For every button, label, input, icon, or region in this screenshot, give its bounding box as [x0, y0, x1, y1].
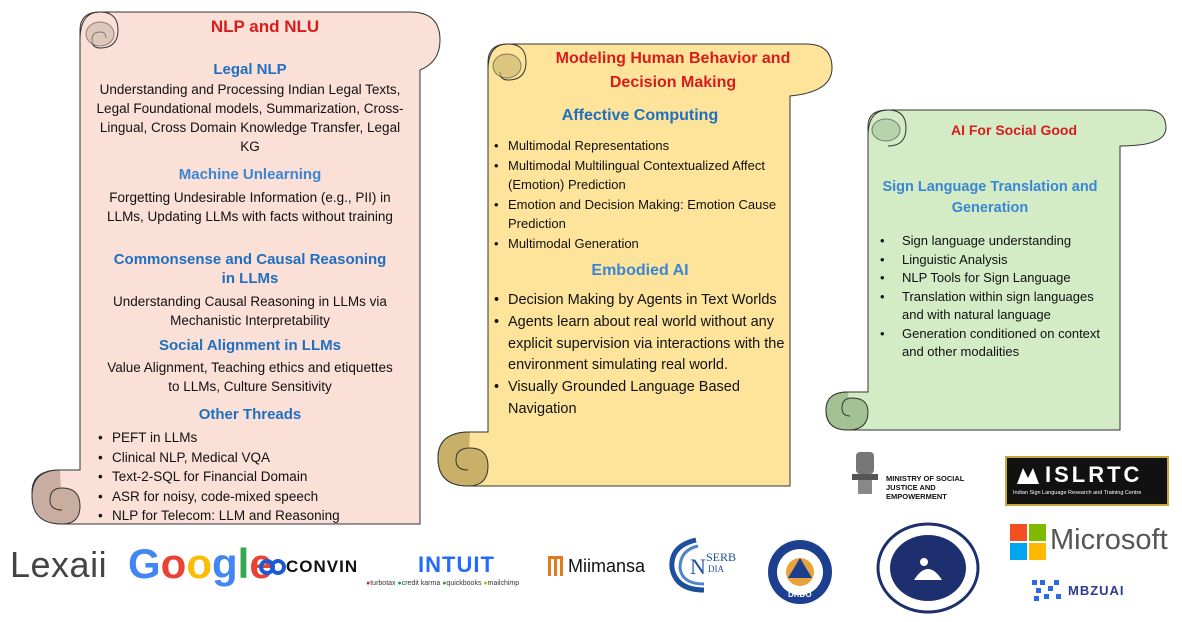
list-item: Clinical NLP, Medical VQA	[96, 448, 416, 468]
list-item: Linguistic Analysis	[878, 251, 1114, 270]
list-item: PEFT in LLMs	[96, 428, 416, 448]
legal-nlp-heading: Legal NLP	[213, 61, 287, 78]
intuit-logo: INTUIT ●turbotax ●credit karma ●quickboo…	[366, 552, 520, 587]
embodied-ai-heading: Embodied AI	[591, 262, 689, 279]
legal-nlp-text: Understanding and Processing Indian Lega…	[96, 82, 404, 154]
list-item: Emotion and Decision Making: Emotion Cau…	[492, 195, 786, 234]
ashoka-emblem-icon	[852, 452, 878, 494]
causal-reasoning-heading: Commonsense and Causal Reasoning in LLMs	[113, 251, 387, 287]
list-item: Text-2-SQL for Financial Domain	[96, 467, 416, 487]
microsoft-squares-icon	[1010, 524, 1046, 560]
serb-logo: N SERB DIA	[664, 534, 750, 594]
mbzuai-dots-icon	[1032, 580, 1061, 601]
list-item: Multimodal Representations	[492, 136, 786, 156]
social-good-title: AI For Social Good	[950, 122, 1077, 138]
list-item: Multimodal Multilingual Contextualized A…	[492, 156, 786, 195]
embodied-ai-list: Decision Making by Agents in Text Worlds…	[492, 290, 792, 421]
lexaii-logo: Lexaii	[10, 544, 108, 585]
behavior-title: Modeling Human Behavior and Decision Mak…	[555, 50, 791, 91]
list-item: ASR for noisy, code-mixed speech	[96, 487, 416, 507]
list-item: Decision Making by Agents in Text Worlds	[492, 290, 792, 312]
list-item: Translation within sign languages and wi…	[878, 288, 1114, 325]
list-item: Visually Grounded Language Based Navigat…	[492, 377, 792, 421]
nimhans-seal-icon	[876, 522, 980, 614]
mbzuai-logo: MBZUAI	[1030, 576, 1124, 611]
miimansa-logo: Miimansa	[546, 554, 645, 585]
list-item: NLP Tools for Sign Language	[878, 269, 1114, 288]
machine-unlearning-text: Forgetting Undesirable Information (e.g.…	[107, 190, 393, 224]
islrtc-logo: ISLRTC Indian Sign Language Research and…	[1005, 456, 1169, 506]
other-threads-list: PEFT in LLMs Clinical NLP, Medical VQA T…	[96, 428, 416, 526]
sign-language-list: Sign language understanding Linguistic A…	[878, 232, 1114, 362]
google-logo: Google	[128, 540, 273, 587]
list-item: NLP for Telecom: LLM and Reasoning	[96, 506, 416, 526]
sign-language-heading: Sign Language Translation and Generation	[882, 179, 1098, 216]
machine-unlearning-heading: Machine Unlearning	[178, 166, 322, 183]
microsoft-logo: Microsoft	[1010, 524, 1168, 565]
drdo-emblem-icon	[768, 540, 832, 604]
affective-computing-list: Multimodal Representations Multimodal Mu…	[492, 136, 786, 253]
social-alignment-heading: Social Alignment in LLMs	[159, 337, 341, 354]
nimhans-logo: NATIONAL INSTITUTE OF MENTAL HEALTH & NE…	[876, 522, 980, 619]
svg-text:N: N	[690, 554, 706, 579]
list-item: Generation conditioned on context and ot…	[878, 325, 1114, 362]
nlp-title: NLP and NLU	[210, 17, 320, 36]
serb-swirl-icon: N	[669, 537, 706, 593]
islrtc-hands-icon	[1017, 468, 1039, 484]
drdo-logo: DRDO	[766, 538, 834, 611]
social-alignment-text: Value Alignment, Teaching ethics and eti…	[107, 360, 393, 394]
causal-reasoning-text: Understanding Causal Reasoning in LLMs v…	[113, 294, 387, 328]
other-threads-heading: Other Threads	[198, 406, 302, 423]
list-item: Sign language understanding	[878, 232, 1114, 251]
miimansa-icon	[548, 556, 563, 576]
affective-computing-heading: Affective Computing	[561, 107, 719, 124]
list-item: Agents learn about real world without an…	[492, 312, 792, 377]
convin-icon	[259, 559, 286, 575]
convin-logo: CONVIN	[258, 556, 357, 583]
list-item: Multimodal Generation	[492, 234, 786, 254]
